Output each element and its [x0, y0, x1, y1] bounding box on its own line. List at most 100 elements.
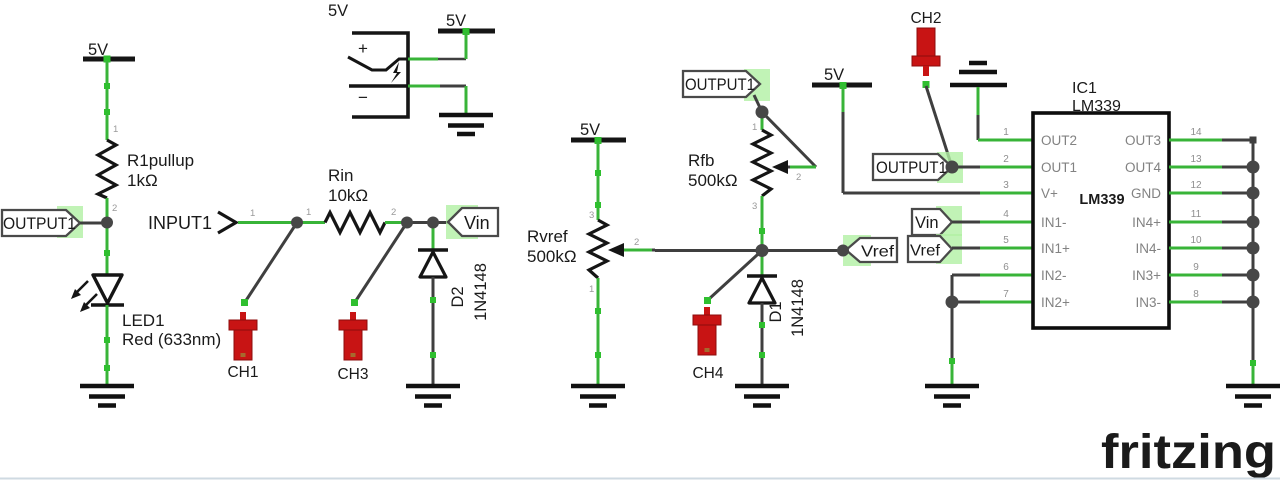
wire-input1-to-rin[interactable]: 1 [238, 208, 297, 224]
wire-battery-plus[interactable] [408, 33, 468, 61]
pin-label-in3p: IN3+ [1132, 268, 1161, 283]
battery-5v-label: 5V [328, 2, 348, 20]
right-rail-label: 5V [824, 66, 844, 84]
r1-ref-label: R1pullup [127, 151, 194, 170]
led1-value-label: Red (633nm) [122, 330, 221, 349]
vin-right-label: Vin [915, 214, 939, 232]
rfb-pin1-number: 1 [752, 122, 757, 133]
pin-num-4: 4 [1003, 209, 1009, 220]
output1-right-label: OUTPUT1 [876, 158, 947, 177]
wire-rvref-to-gnd[interactable] [595, 278, 601, 385]
rvref-ref-label: Rvref [527, 227, 568, 246]
power-rail-left[interactable]: 5V [83, 41, 135, 63]
wire-5v-to-r1[interactable] [104, 61, 110, 140]
input1-label: INPUT1 [148, 213, 212, 233]
rin-pin1-number: 1 [306, 207, 311, 218]
ic1-part-label: LM339 [1072, 98, 1121, 115]
vref-right-label: Vref [910, 243, 941, 260]
pin-label-in4m: IN4- [1135, 241, 1161, 256]
net-flag-vref-mid[interactable]: Vref [843, 235, 899, 266]
ground-rvref[interactable] [571, 383, 625, 408]
wire-battery-minus[interactable] [408, 84, 468, 113]
net-flag-output1-left[interactable]: OUTPUT1 [0, 206, 83, 238]
r1-pin2-number: 2 [112, 203, 117, 214]
wire-ch4-diagonal[interactable] [704, 249, 764, 305]
power-rail-mid[interactable]: 5V [571, 121, 626, 144]
d1-value-label: 1N4148 [789, 279, 807, 337]
pin-label-in4p: IN4+ [1132, 215, 1161, 230]
d2-ref-label: D2 [449, 286, 467, 307]
probe-ch4[interactable]: CH4 [692, 307, 724, 382]
r1-value-label: 1kΩ [127, 171, 158, 190]
battery-switch[interactable]: 5V + − [328, 2, 410, 119]
wire-ch3-diagonal[interactable] [351, 221, 409, 307]
fritzing-logo: fritzing [1101, 426, 1276, 479]
rvref-pin2-number: 2 [634, 237, 639, 248]
r1-pin1-number: 1 [113, 124, 118, 135]
pin-num-12: 12 [1190, 180, 1202, 191]
net-flag-vin-right[interactable]: Vin [910, 206, 962, 237]
rvref-wiper-arrow [608, 243, 624, 257]
ground-d2[interactable] [406, 383, 460, 408]
pin-label-in3m: IN3- [1135, 295, 1161, 310]
power-rail-battery[interactable]: 5V [438, 12, 495, 35]
resistor-rin[interactable]: Rin 10kΩ 1 2 [297, 166, 407, 237]
power-rail-left-label: 5V [88, 41, 108, 59]
ch3-label: CH3 [337, 366, 368, 383]
pin-num-1: 1 [1003, 127, 1009, 138]
pin-label-out3: OUT3 [1125, 133, 1161, 148]
pin-num-3: 3 [1003, 180, 1009, 191]
diode-d1[interactable]: D1 1N4148 [747, 250, 807, 385]
pin-label-in1m: IN1- [1041, 215, 1067, 230]
ch4-label: CH4 [692, 365, 723, 382]
wire-in2-stubs[interactable] [949, 273, 1033, 385]
net-flag-vin-left[interactable]: Vin [446, 205, 500, 239]
switch-lever [347, 55, 408, 72]
led-emission-arrows [71, 280, 98, 312]
ch2-label: CH2 [910, 10, 941, 27]
led-led1[interactable]: LED1 Red (633nm) [71, 198, 221, 385]
rin-value-label: 10kΩ [328, 186, 368, 205]
diode-d2[interactable]: D2 1N4148 [418, 222, 490, 386]
rfb-value-label: 500kΩ [688, 171, 738, 190]
pin-label-out4: OUT4 [1125, 160, 1161, 175]
ground-bus[interactable] [1226, 383, 1280, 408]
pin-num-9: 9 [1193, 262, 1199, 273]
ground-in2[interactable] [925, 383, 979, 408]
probe-ch1[interactable]: CH1 [227, 312, 259, 381]
pin-label-gnd: GND [1131, 186, 1161, 201]
power-rail-right[interactable]: 5V [812, 66, 872, 89]
wire-ch1-diagonal[interactable] [241, 221, 299, 307]
ground-d1[interactable] [735, 383, 789, 408]
battery-rail-label: 5V [446, 12, 466, 30]
output1-left-label: OUTPUT1 [3, 214, 76, 233]
net-flag-output1-mid[interactable]: OUTPUT1 [681, 69, 770, 101]
wire-gnd-to-out2[interactable] [976, 87, 1033, 142]
switch-bolt-icon [391, 62, 401, 83]
ground-led[interactable] [80, 383, 134, 408]
wire-5v-to-rvref[interactable] [595, 142, 601, 220]
rvref-pin1-number: 1 [589, 284, 594, 295]
ic-lm339[interactable]: IC1 LM339 LM339 OUT2 1 OUT1 2 V+ 3 IN1- … [1003, 80, 1202, 330]
probe-ch2[interactable]: CH2 [910, 10, 942, 88]
vref-mid-label: Vref [861, 244, 895, 261]
vin-left-label: Vin [464, 213, 490, 233]
pin-num-8: 8 [1193, 289, 1199, 300]
rvref-value-label: 500kΩ [527, 247, 577, 266]
ground-battery[interactable] [439, 112, 493, 137]
pin-input1[interactable]: INPUT1 [148, 210, 240, 235]
pin-label-in2m: IN2- [1041, 268, 1067, 283]
ch1-label: CH1 [227, 364, 258, 381]
ground-inverted[interactable] [950, 60, 1007, 88]
potentiometer-rfb[interactable]: Rfb 500kΩ 1 3 2 [688, 110, 818, 250]
potentiometer-rvref[interactable]: Rvref 500kΩ 3 1 2 [527, 210, 655, 295]
pin-num-6: 6 [1003, 262, 1009, 273]
pin-num-14: 14 [1190, 127, 1202, 138]
probe-ch3[interactable]: CH3 [337, 312, 369, 383]
pin-num-5: 5 [1003, 235, 1009, 246]
rfb-ref-label: Rfb [688, 151, 714, 170]
wire-vplus[interactable] [841, 87, 1033, 195]
pin-label-in2p: IN2+ [1041, 295, 1070, 310]
resistor-r1pullup[interactable]: 1 2 R1pullup 1kΩ [94, 124, 194, 214]
wire-right-bus[interactable] [1169, 136, 1260, 386]
